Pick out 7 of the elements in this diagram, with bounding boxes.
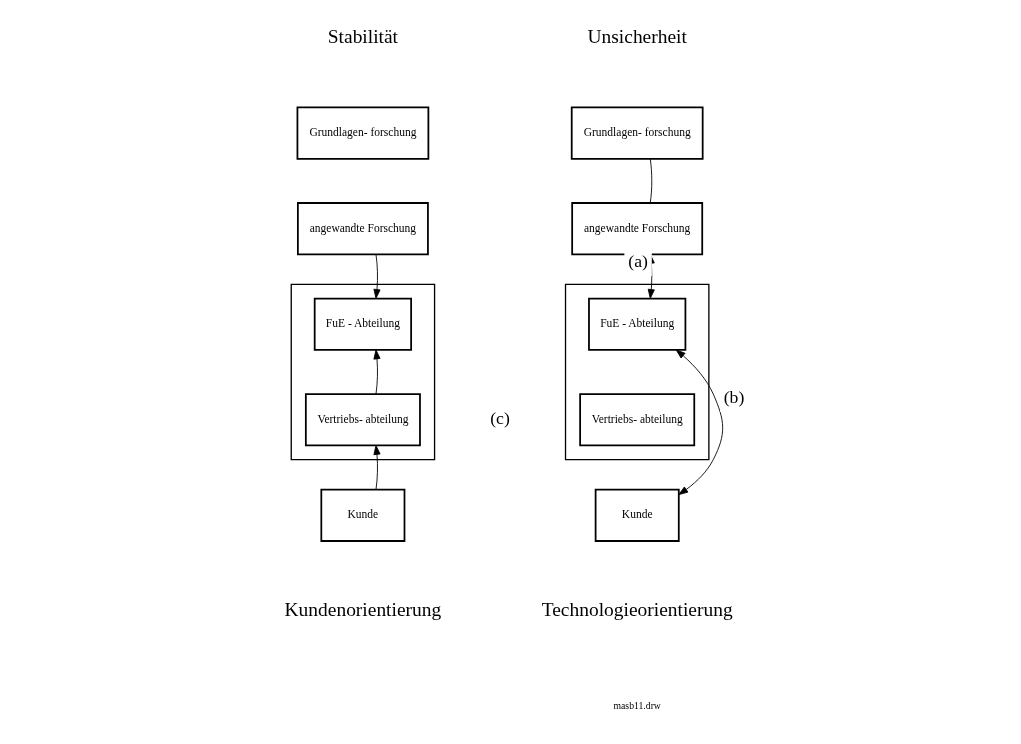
label: Kundenorientierung	[284, 598, 441, 620]
label: Stabilität	[327, 25, 398, 47]
label: Technologieorientierung	[541, 598, 733, 620]
label: (c)	[489, 408, 510, 429]
label: Unsicherheit	[586, 25, 687, 47]
label: masb11.drw	[612, 699, 661, 711]
edge-label: (b)	[723, 387, 744, 408]
